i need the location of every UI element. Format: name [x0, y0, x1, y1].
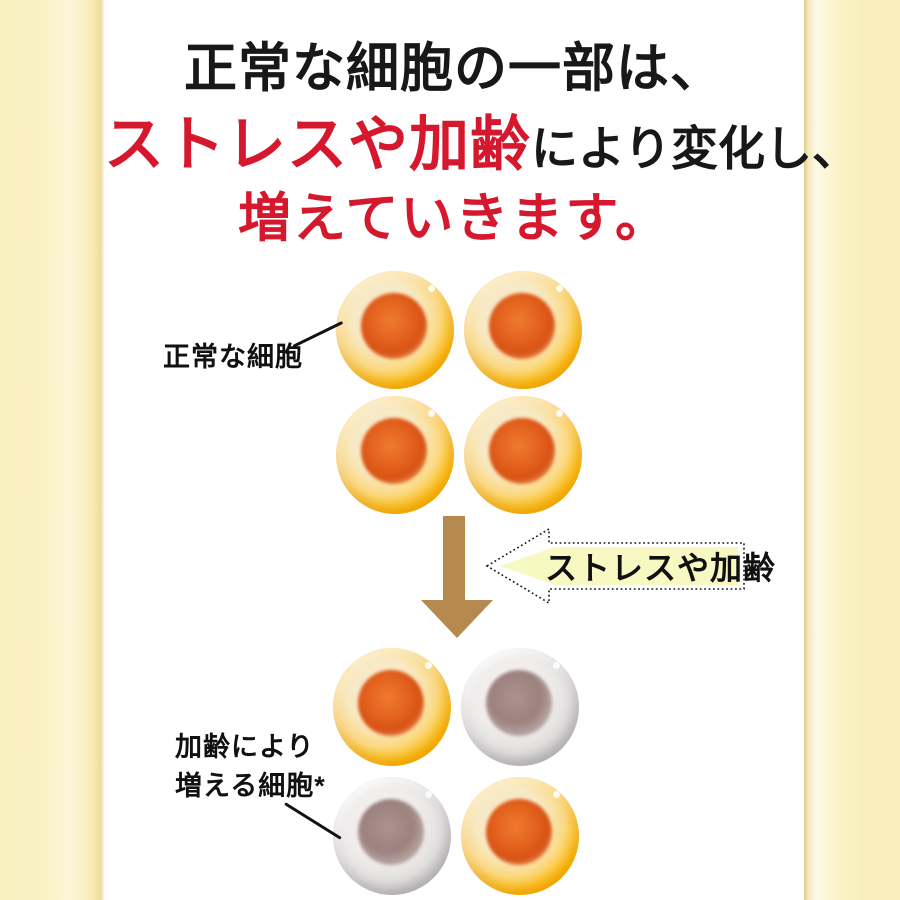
- aged-cell: [333, 777, 451, 895]
- stress-aging-callout-shape: [485, 527, 745, 605]
- cell-highlight-speck: [556, 285, 564, 293]
- cell-highlight-speck: [556, 410, 564, 418]
- cell-highlight-speck: [553, 791, 561, 799]
- cell-nucleus: [488, 418, 555, 485]
- cell-nucleus: [488, 293, 555, 360]
- normal-cell: [336, 396, 454, 514]
- headline-line-1: 正常な細胞の一部は、: [184, 40, 724, 98]
- aged-cells-label: 加齢により 増える細胞*: [175, 728, 326, 806]
- cell-nucleus: [360, 293, 427, 360]
- cell-highlight-speck: [425, 791, 433, 799]
- right-background-band: [804, 0, 900, 900]
- cell-highlight-speck: [425, 662, 433, 670]
- cell-highlight-speck: [428, 410, 436, 418]
- normal-cells-label: 正常な細胞: [163, 342, 303, 372]
- headline-line-2: ストレスや加齢により変化し、: [104, 96, 859, 183]
- normal-cell-cluster: [336, 271, 582, 514]
- headline-highlight: ストレスや加齢: [104, 112, 531, 178]
- normal-cell: [336, 271, 454, 389]
- down-arrow-icon: [421, 516, 493, 638]
- normal-cell: [464, 396, 582, 514]
- stress-aging-callout-label: ストレスや加齢: [545, 550, 777, 586]
- cell-nucleus: [485, 799, 552, 866]
- normal-cell: [461, 777, 579, 895]
- normal-cell: [464, 271, 582, 389]
- normal-cell: [333, 648, 451, 766]
- aged-cells-label-line-1: 加齢により: [175, 732, 315, 762]
- cell-nucleus: [485, 670, 552, 737]
- cell-nucleus: [357, 670, 424, 737]
- cell-highlight-speck: [428, 285, 436, 293]
- headline-line-3: 増えていきます。: [237, 190, 671, 248]
- aged-cell-cluster: [333, 648, 579, 895]
- aged-cells-label-line-2: 増える細胞*: [175, 771, 326, 802]
- cell-nucleus: [357, 799, 424, 866]
- cell-nucleus: [360, 418, 427, 485]
- left-background-band: [0, 0, 104, 900]
- cell-highlight-speck: [553, 662, 561, 670]
- headline-line-2-rest: により変化し、: [531, 124, 860, 176]
- aged-cell: [461, 648, 579, 766]
